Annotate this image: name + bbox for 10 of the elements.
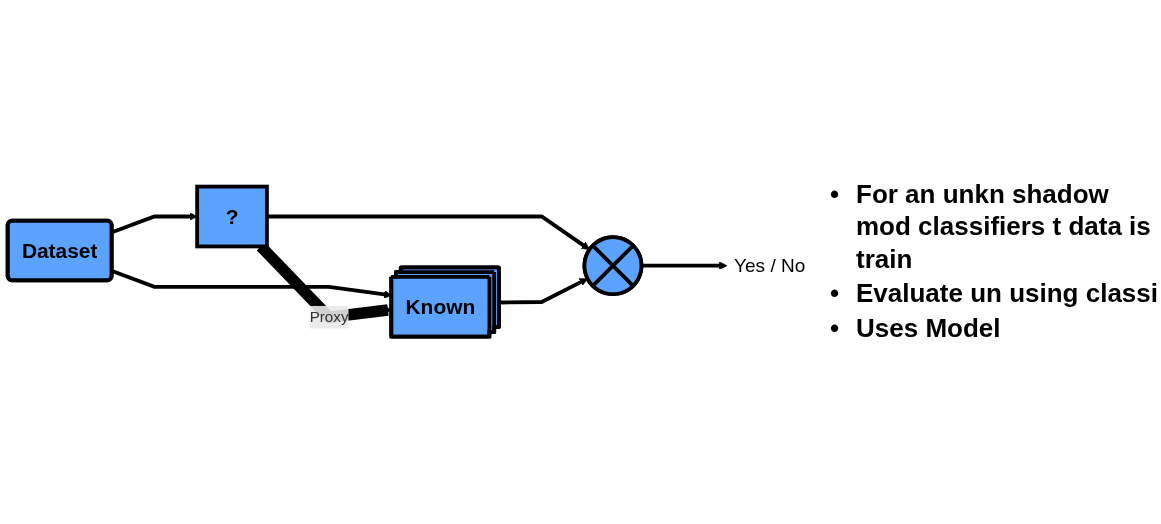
bullet-mark: • bbox=[830, 277, 841, 310]
bullet-mark: • bbox=[830, 177, 841, 211]
arrow bbox=[499, 278, 588, 305]
bullet-text: For an unkn shadow mod classifiers t data is train bbox=[856, 177, 1152, 276]
node-text: Yes / No bbox=[734, 255, 806, 277]
bullet-text: Uses Model bbox=[856, 311, 1001, 345]
bullet-text: Evaluate un using classi bbox=[856, 277, 1158, 310]
edge-label: Proxy bbox=[309, 309, 349, 326]
node-box: ? bbox=[195, 185, 269, 249]
bullet-mark: • bbox=[830, 311, 841, 345]
